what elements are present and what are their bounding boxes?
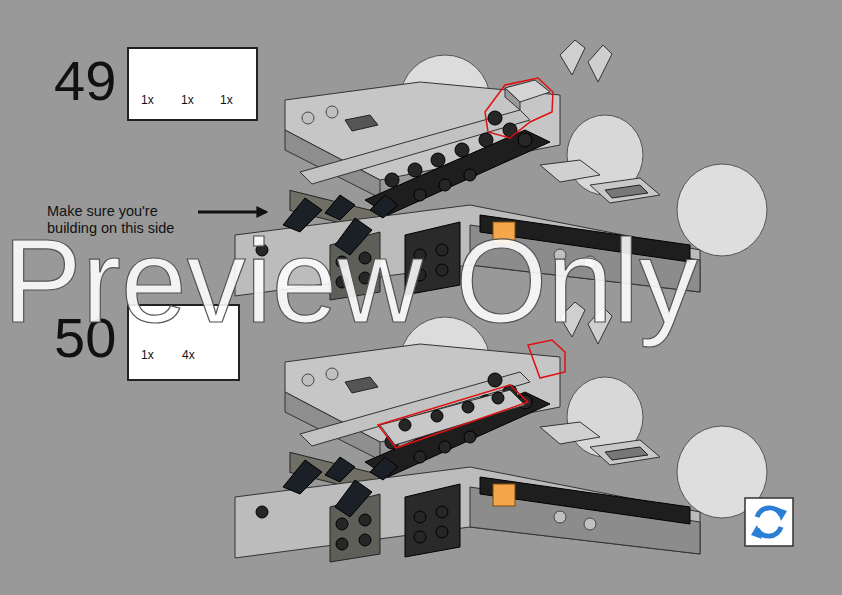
new-plate-studs: [399, 392, 504, 431]
model-step-50: [235, 302, 767, 562]
watermark: Preview Only: [3, 222, 842, 340]
parts-list-box: 491x1x1x: [127, 47, 258, 121]
part-quantity: 1x: [141, 349, 154, 361]
highlight-outline: [378, 385, 528, 448]
callout-arrow: [198, 211, 266, 214]
part-quantity: 4x: [182, 349, 195, 361]
part-quantity: 1x: [220, 94, 233, 106]
step-number: 49: [54, 53, 116, 109]
rotate-icon: [745, 498, 793, 546]
highlight-outline: [485, 78, 553, 138]
part-quantity: 1x: [181, 94, 194, 106]
highlight-outline: [528, 340, 565, 378]
new-tile-side: [505, 88, 520, 110]
part-quantity: 1x: [141, 94, 154, 106]
